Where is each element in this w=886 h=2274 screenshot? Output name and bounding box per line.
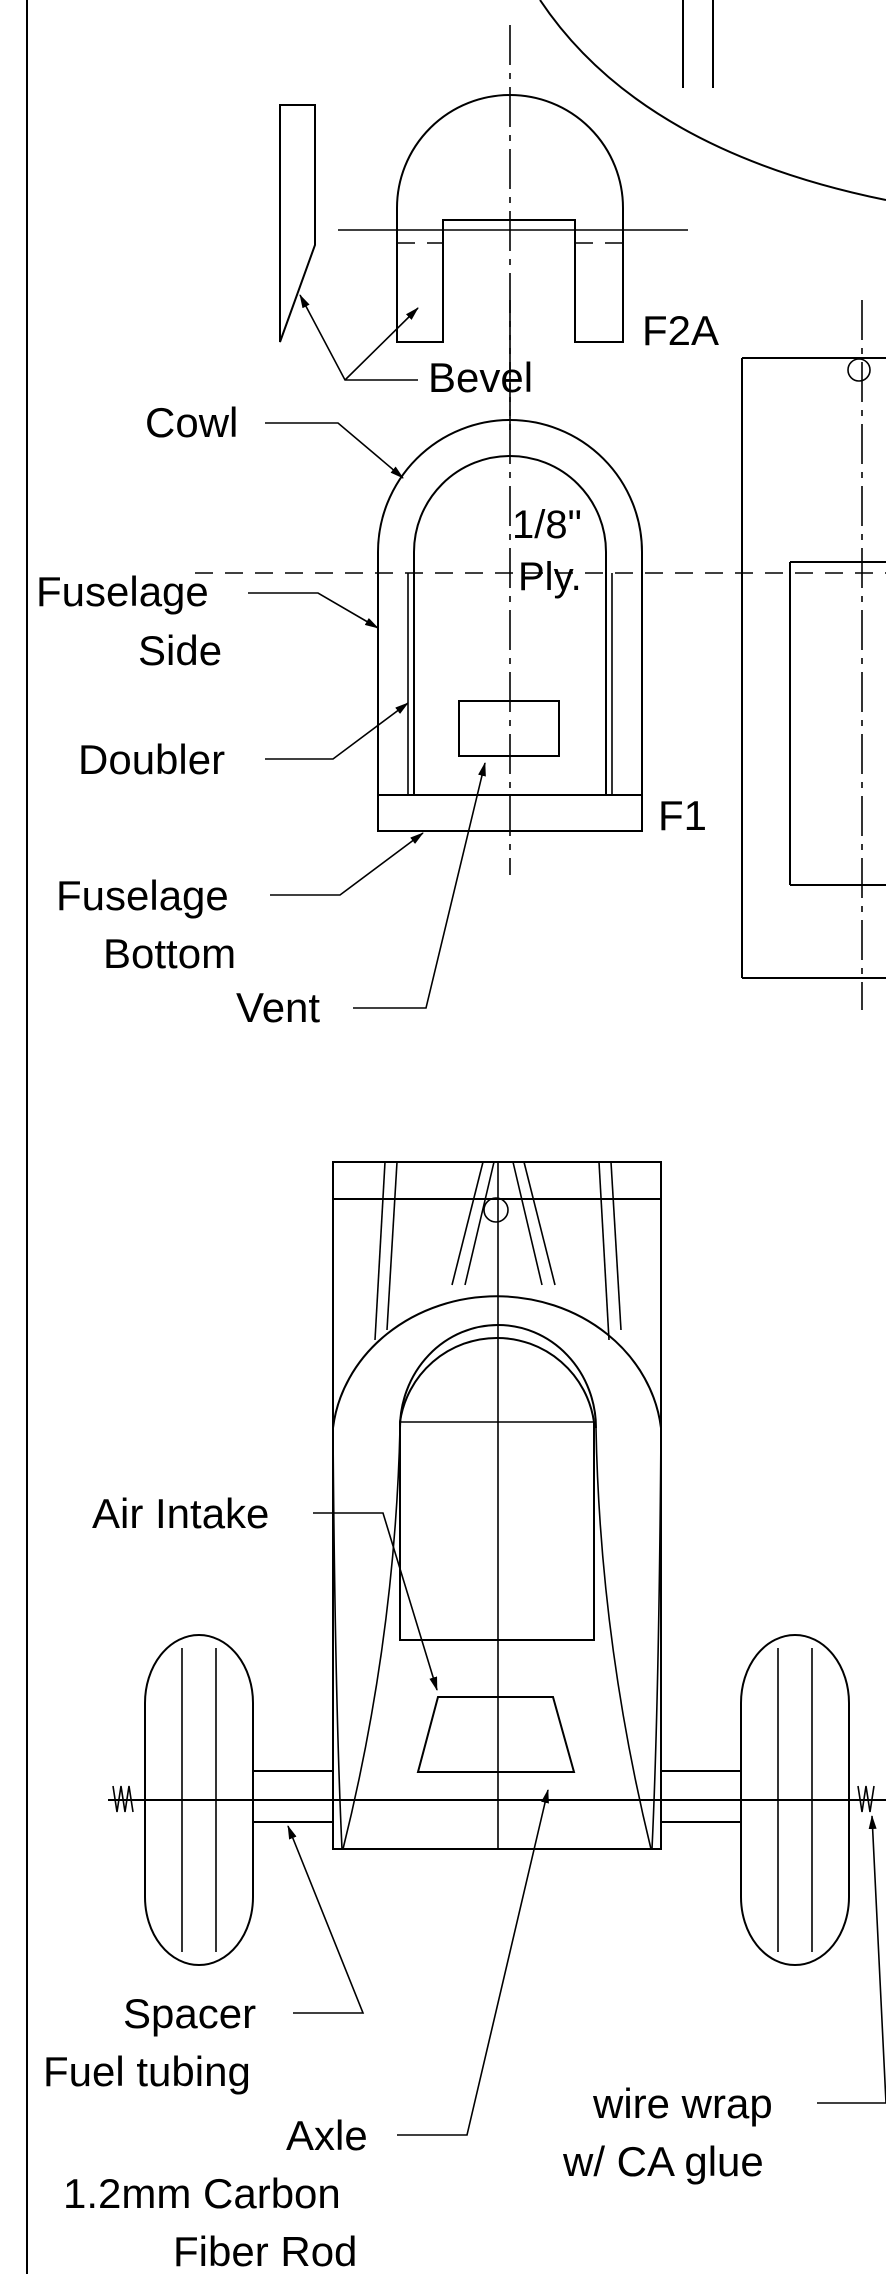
vent-label: Vent [236,984,320,1031]
cowl-outline [377,419,643,796]
right-wheel [740,1634,850,1966]
wire-wrap-leader [817,1815,886,2104]
cowl-leader [265,422,404,479]
vent-opening [458,700,560,757]
spacer-leader [287,1825,365,2014]
cowl-label: Cowl [145,399,238,446]
spacer-label-line1: Spacer [123,1990,256,2037]
left-wire-wrap [112,1785,134,1813]
left-wheel [144,1634,254,1966]
fuselage-side-label-line1: Fuselage [36,568,209,615]
fuselage-side-leader [248,592,379,629]
bevel-leader-2 [344,307,419,381]
axle-label-line3: Fiber Rod [173,2228,357,2274]
f1-bottom [377,794,643,832]
wire-wrap-label-line1: wire wrap [592,2080,773,2127]
air-intake-leader [313,1512,438,1691]
former-f1 [195,300,886,875]
spacer-label-line2: Fuel tubing [43,2048,251,2095]
fuselage-bottom-leader [270,832,424,896]
doubler-label: Doubler [78,736,225,783]
axle-leader [397,1789,549,2136]
air-intake-opening [416,1696,576,1773]
f2a-label: F2A [642,307,719,354]
right-wire-wrap [857,1785,875,1813]
partial-side-view [539,0,886,1010]
axle-label-line2: 1.2mm Carbon [63,2170,341,2217]
wire-wrap-label-line2: w/ CA glue [562,2138,764,2185]
f1-label: F1 [658,792,707,839]
fuselage-bottom-label-line1: Fuselage [56,872,229,919]
fuselage-side-label-line2: Side [138,627,222,674]
ply-label-line2: Ply. [518,555,582,599]
doubler-leader [265,702,409,760]
air-intake-label: Air Intake [92,1490,269,1537]
vent-leader [353,762,486,1009]
bevel-label: Bevel [428,354,533,401]
bevel-strip [279,104,316,343]
front-view [108,1161,886,1966]
fuselage-bottom-label-line2: Bottom [103,930,236,977]
ply-label-line1: 1/8" [512,503,582,547]
axle-label-line1: Axle [286,2112,368,2159]
